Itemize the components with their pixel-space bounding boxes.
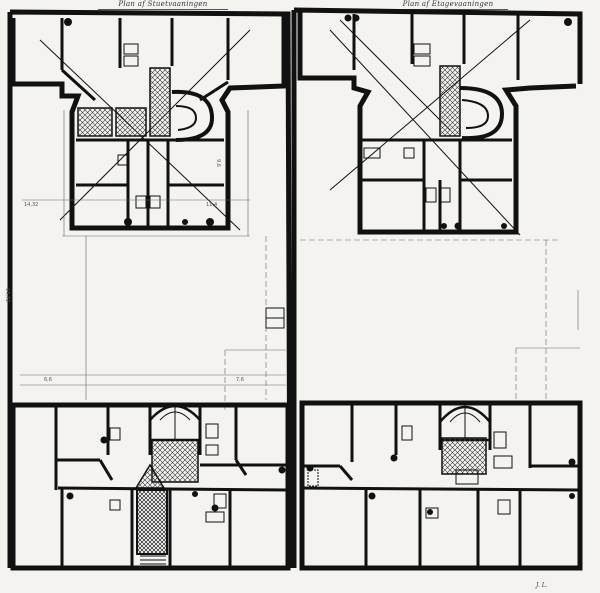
dimension-label: 6,6 xyxy=(44,377,52,383)
left-plan xyxy=(7,9,293,571)
dimension-label: 7,6 xyxy=(236,377,244,383)
right-plan xyxy=(291,7,583,571)
dimension-label: 9,6 xyxy=(214,159,221,167)
dimension-label: 14,32 xyxy=(24,202,39,208)
left-plan-title: Plan af Stuetvaaningen xyxy=(98,0,228,10)
dimension-label: 11,4 xyxy=(206,202,218,208)
right-plan-title: Plan af Etagevaaningen xyxy=(388,0,508,10)
architect-signature: J. L. xyxy=(536,582,548,589)
dimension-label: 14,72 xyxy=(4,287,11,303)
